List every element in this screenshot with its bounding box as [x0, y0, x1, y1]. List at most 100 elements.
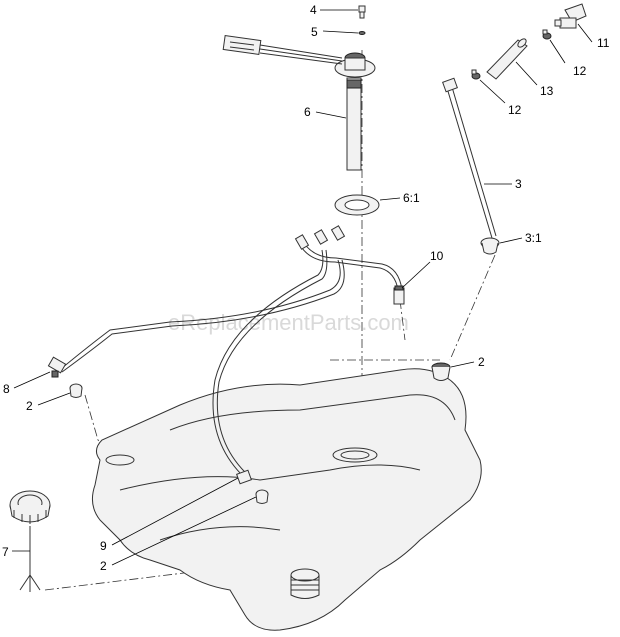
- fuel-hose-long: [61, 259, 341, 369]
- part-vent-hose: [486, 38, 528, 80]
- vent-hose-body: [486, 39, 528, 80]
- leader-lines: [12, 9, 593, 566]
- clamp-top-tab: [542, 29, 548, 35]
- vent-tube-edge-2: [451, 86, 497, 237]
- callout-3: 3: [515, 177, 522, 191]
- leader-13: [515, 61, 538, 86]
- vent-hose-end: [517, 38, 527, 48]
- part-fuel-sender: [222, 34, 376, 171]
- elbow-fitting-stub: [51, 370, 59, 378]
- fitting-axis-line: [399, 299, 406, 341]
- gasket-inner: [344, 199, 370, 211]
- part-hose-clamp-top: [542, 29, 552, 40]
- callout-8: 8: [3, 382, 10, 396]
- hose-end-1: [294, 234, 310, 250]
- leader-8: [13, 371, 51, 389]
- part-grommet-left: [69, 383, 83, 398]
- callout-2-lower: 2: [100, 559, 107, 573]
- sender-wire-3: [259, 52, 343, 65]
- callout-2-right: 2: [478, 355, 485, 369]
- callout-7: 7: [2, 545, 9, 559]
- leader-2a: [450, 361, 475, 368]
- part-fuel-cap: [9, 490, 51, 592]
- fuel-hoses: [61, 225, 403, 479]
- fuel-tank: [91, 368, 482, 631]
- filler-neck-threads: [290, 575, 320, 599]
- callout-6: 6: [304, 105, 311, 119]
- fuel-hose-short-edge: [303, 242, 403, 291]
- part-elbow-fitting: [47, 356, 67, 378]
- part-tank-fitting: [236, 469, 252, 485]
- callout-13: 13: [540, 84, 554, 98]
- leader-6-1: [379, 197, 401, 201]
- leader-9: [111, 477, 239, 546]
- callout-3-1: 3:1: [525, 231, 542, 245]
- sender-opening-inner: [340, 450, 370, 460]
- sender-tube-band: [346, 79, 362, 89]
- hose-end-3: [330, 225, 346, 241]
- part-fitting: [393, 285, 405, 305]
- vent-grommet-body: [481, 242, 499, 255]
- sender-wire-1: [259, 44, 343, 59]
- tank-fitting-body: [236, 469, 252, 485]
- callout-5: 5: [311, 25, 318, 39]
- fuel-hose-short: [299, 244, 399, 291]
- callout-4: 4: [310, 3, 317, 17]
- part-hose-clamp-mid: [471, 69, 481, 80]
- callout-12-top: 12: [573, 64, 587, 78]
- leader-5: [322, 30, 359, 34]
- tank-mid-ridge: [119, 464, 421, 491]
- filler-neck-thread-lines: [291, 579, 319, 591]
- callout-9: 9: [100, 539, 107, 553]
- grommet-right-body: [431, 366, 451, 381]
- vent-axis-line: [449, 254, 496, 361]
- part-shutoff-valve: [554, 3, 587, 29]
- sender-connector-detail: [229, 41, 255, 51]
- fuel-hose-long-edge: [61, 259, 345, 373]
- leader-6: [315, 111, 347, 119]
- sender-opening: [332, 447, 378, 463]
- callout-2-left: 2: [26, 399, 33, 413]
- tank-boss-left: [105, 454, 135, 466]
- part-sender-gasket: [334, 194, 380, 216]
- part-screw: [358, 5, 366, 19]
- screw-head: [358, 5, 366, 13]
- screw-shank: [359, 11, 365, 19]
- callout-11: 11: [597, 36, 610, 50]
- leader-12b: [479, 79, 506, 104]
- sender-tube: [346, 77, 362, 171]
- tank-shell: [91, 368, 482, 631]
- callout-labels: 4 5 6 6:1 3 3:1 10 11 12 12 13 2 2 2 8 7…: [2, 3, 610, 573]
- callout-6-1: 6:1: [403, 191, 420, 205]
- elbow-fitting-body: [47, 356, 67, 374]
- fuel-hose-mid-edge: [216, 249, 328, 477]
- clamp-mid-tab: [471, 69, 477, 75]
- fuel-hose-mid: [212, 249, 324, 479]
- callout-10: 10: [430, 249, 444, 263]
- vent-tube-edge-1: [446, 87, 493, 239]
- vent-tube-elbow: [442, 77, 458, 93]
- left-grommet-axis-line: [84, 394, 113, 456]
- hose-end-2: [313, 229, 329, 245]
- part-vent-tube: [442, 77, 497, 239]
- tank-upper-ridge: [169, 394, 456, 431]
- leader-2b: [37, 392, 71, 406]
- fuel-cap-tether-anchor: [19, 574, 41, 592]
- leader-11: [577, 23, 593, 43]
- callout-12-mid: 12: [508, 103, 522, 117]
- fuel-cap-grip: [13, 510, 47, 524]
- sender-wire-2: [259, 48, 343, 62]
- valve-body: [559, 17, 577, 29]
- watermark: eReplacementParts.com: [168, 310, 409, 335]
- leader-2c: [111, 496, 257, 566]
- fitting-top: [394, 285, 404, 291]
- grommet-left-body: [69, 387, 83, 398]
- part-grommet-right: [431, 362, 451, 381]
- part-vent-grommet: [480, 237, 500, 255]
- part-grommet-lower: [255, 489, 269, 504]
- part-washer: [358, 31, 366, 35]
- sender-body: [344, 57, 366, 71]
- valve-port: [554, 19, 562, 27]
